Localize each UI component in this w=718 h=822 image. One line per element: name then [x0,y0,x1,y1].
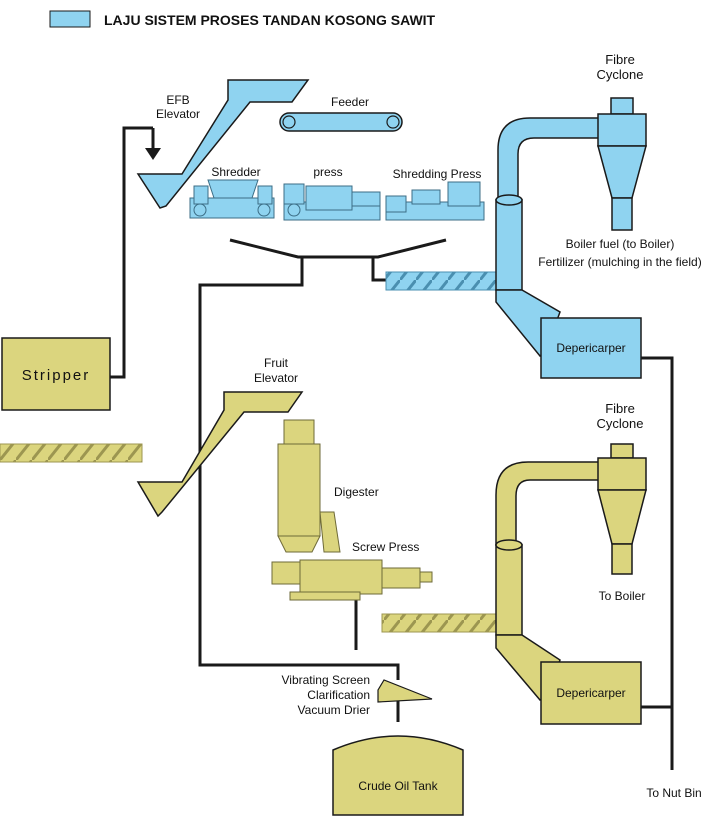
depericarper-top [540,317,642,379]
efb-elevator-label-2: Elevator [156,107,200,121]
shredder-label: Shredder [211,165,260,179]
shredding-press-machine [385,181,485,221]
vibrating-screen-wedge [377,679,433,703]
hopper-under-press [229,238,447,259]
blue-screw-conveyor [385,271,499,291]
yellow-screw-conveyor-left [0,443,143,463]
fibre-cyclone-bottom [597,443,647,575]
pipe-hopper-left [198,256,400,680]
pipe-to-nut-bin [641,356,674,770]
yellow-screw-conveyor-mid [381,613,497,633]
fibre-cyclone-top [597,97,647,231]
depericarper-bottom [540,661,642,725]
fibre-cyclone-top-label-2: Cyclone [597,67,644,82]
legend: LAJU SISTEM PROSES TANDAN KOSONG SAWIT [49,10,436,28]
fruit-elevator-label-2: Elevator [254,371,298,385]
crude-oil-tank [332,735,464,816]
output-fertilizer: Fertilizer (mulching in the field) [538,255,701,269]
legend-swatch [49,10,91,28]
depericarper-top-label: Depericarper [556,341,625,355]
fruit-elevator [136,391,304,518]
stripper [1,337,111,411]
fibre-cyclone-top-label-1: Fibre [605,52,635,67]
feeder [279,112,403,132]
digester [277,419,341,553]
vibrating-screen-label-2: Clarification [307,688,370,702]
shredding-press-label: Shredding Press [393,167,482,181]
efb-elevator [136,79,310,209]
screw-press-machine [271,559,433,601]
to-boiler-label: To Boiler [599,589,646,603]
stripper-label: Stripper [22,367,91,384]
press-machine [283,183,381,221]
screw-press-label: Screw Press [352,540,419,554]
shredder-machine [189,179,275,219]
fibre-cyclone-bottom-label-2: Cyclone [597,416,644,431]
legend-title: LAJU SISTEM PROSES TANDAN KOSONG SAWIT [104,12,436,28]
depericarper-bottom-label: Depericarper [556,686,625,700]
to-nut-bin-label: To Nut Bin [646,786,701,800]
fruit-elevator-label-1: Fruit [264,356,289,370]
fibre-cyclone-bottom-label-1: Fibre [605,401,635,416]
vibrating-screen-label-3: Vacuum Drier [298,703,370,717]
arrow-into-efb [145,148,161,160]
output-boiler-fuel: Boiler fuel (to Boiler) [566,237,675,251]
crude-oil-tank-label: Crude Oil Tank [358,779,438,793]
pipe-stripper-to-efb [110,126,153,379]
digester-label: Digester [334,485,379,499]
efb-elevator-label-1: EFB [166,93,189,107]
pipes [110,126,674,770]
press-label: press [313,165,342,179]
vibrating-screen-label-1: Vibrating Screen [282,673,371,687]
feeder-label: Feeder [331,95,369,109]
